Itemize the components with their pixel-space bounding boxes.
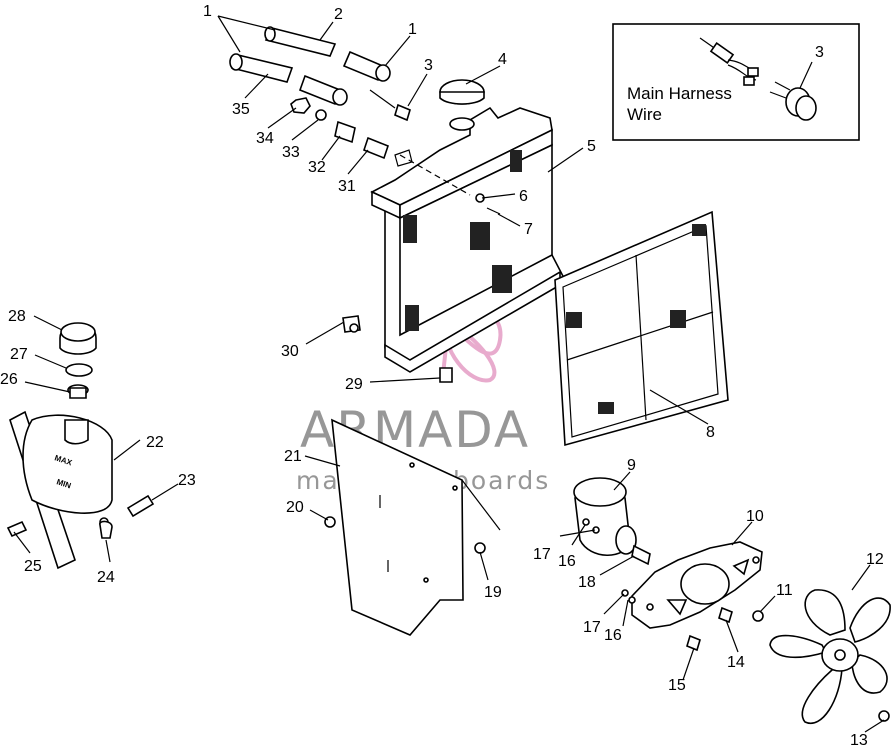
callout-28: 28	[8, 308, 26, 325]
fan-bracket	[631, 541, 763, 629]
inset-box: Main Harness Wire 3	[612, 23, 860, 141]
callout-32: 32	[308, 159, 326, 176]
callout-30: 30	[281, 343, 299, 360]
callout-1a: 1	[203, 3, 212, 20]
bracket-plate	[331, 418, 501, 636]
callout-7: 7	[524, 221, 533, 238]
callout-9: 9	[627, 457, 636, 474]
callout-27: 27	[10, 346, 28, 363]
tank-cap	[59, 322, 97, 399]
callout-6: 6	[519, 188, 528, 205]
callout-14: 14	[727, 654, 745, 671]
callout-16b: 16	[604, 627, 622, 644]
callout-16a: 16	[558, 553, 576, 570]
callout-4: 4	[498, 51, 507, 68]
callout-19: 19	[484, 584, 502, 601]
callout-18: 18	[578, 574, 596, 591]
callout-11: 11	[776, 582, 793, 599]
callout-22: 22	[146, 434, 164, 451]
callout-26: 26	[0, 371, 18, 388]
callout-10: 10	[746, 508, 764, 525]
callout-5: 5	[587, 138, 596, 155]
callout-labels: 1 2 1 3 4 5 6 7 8 9 10 11 12 13 14 15 16…	[0, 3, 884, 749]
callout-17a: 17	[533, 546, 551, 563]
radiator-cap	[439, 79, 485, 105]
fan-hardware	[621, 589, 764, 652]
tank-hose-hardware	[6, 494, 155, 539]
callout-1b: 1	[408, 21, 417, 38]
callout-25: 25	[24, 558, 42, 575]
radiator	[370, 106, 567, 373]
hoses	[229, 26, 501, 215]
callout-33: 33	[282, 144, 300, 161]
callout-15: 15	[668, 677, 686, 694]
harness-connector-icon	[699, 37, 759, 86]
callout-8: 8	[706, 424, 715, 441]
shroud-panel	[554, 210, 729, 447]
callout-24: 24	[97, 569, 115, 586]
callout-29: 29	[345, 376, 363, 393]
callout-34: 34	[256, 130, 274, 147]
inset-callout: 3	[815, 44, 824, 61]
callout-35: 35	[232, 101, 250, 118]
inset-label-line2: Wire	[627, 105, 662, 124]
callout-3: 3	[424, 57, 433, 74]
tank-min-mark: MIN	[55, 477, 72, 490]
fan-motor	[573, 477, 651, 566]
callout-2: 2	[334, 6, 343, 23]
callout-12: 12	[866, 551, 884, 568]
fan-blade	[769, 589, 891, 725]
leader-lines	[13, 15, 885, 733]
callout-23: 23	[178, 472, 196, 489]
callout-21: 21	[284, 448, 302, 465]
callout-20: 20	[286, 499, 304, 516]
small-hardware	[324, 315, 486, 554]
callout-31: 31	[338, 178, 356, 195]
temperature-switch-icon	[769, 61, 817, 121]
radiator-core-hatch	[403, 150, 522, 331]
inset-label-line1: Main Harness	[627, 84, 732, 103]
callout-13: 13	[850, 732, 868, 749]
callout-17b: 17	[583, 619, 601, 636]
coolant-tank: MAX MIN	[9, 410, 113, 570]
